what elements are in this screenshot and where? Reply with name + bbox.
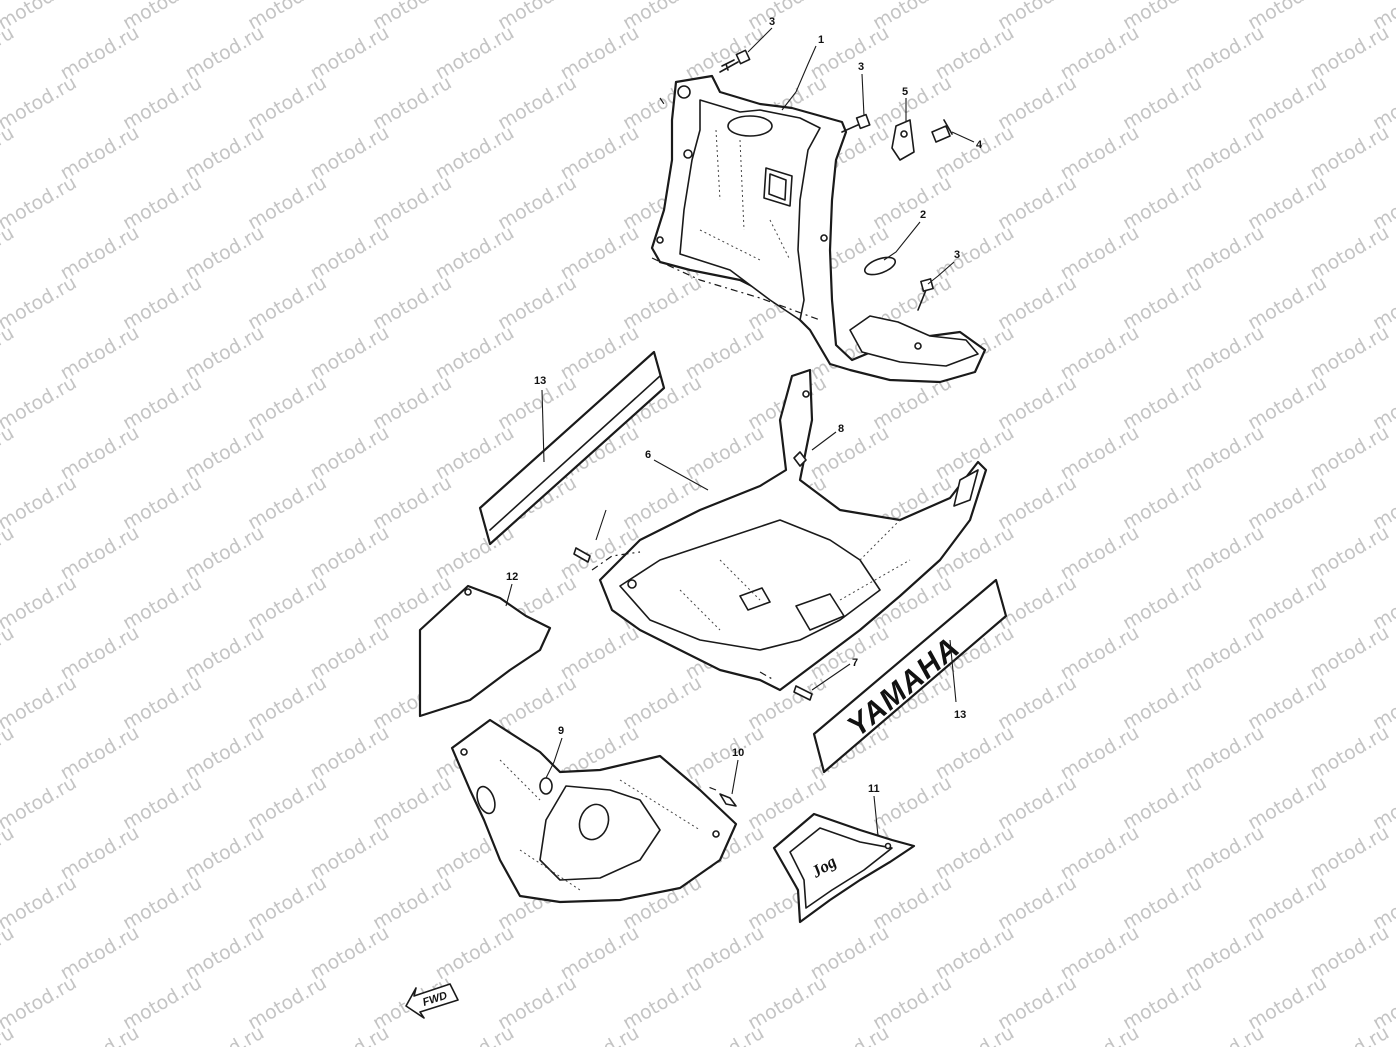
watermark-text: motod.ru bbox=[0, 572, 80, 635]
watermark-text: motod.ru bbox=[0, 322, 18, 385]
callout-9: 9 bbox=[558, 725, 564, 737]
watermark-text: motod.ru bbox=[0, 72, 80, 135]
watermark-text: motod.ru bbox=[0, 422, 18, 485]
side-panel-part bbox=[418, 584, 552, 718]
callout-3b: 3 bbox=[858, 61, 864, 73]
callout-11: 11 bbox=[868, 783, 880, 795]
watermark-text: motod.ru bbox=[0, 622, 18, 685]
grommet-part bbox=[863, 256, 897, 276]
callout-6: 6 bbox=[645, 449, 651, 461]
watermark-text: motod.ru bbox=[0, 672, 80, 735]
callout-2: 2 bbox=[920, 209, 926, 221]
callout-labels: 1 2 3 3 3 4 5 6 7 8 9 10 11 12 13 13 bbox=[506, 16, 983, 795]
callout-3a: 3 bbox=[769, 16, 775, 28]
callout-3c: 3 bbox=[954, 249, 960, 261]
watermark-text: motod.ru bbox=[0, 722, 18, 785]
under-cover-part bbox=[450, 718, 738, 904]
callout-12: 12 bbox=[506, 571, 518, 583]
leg-shield-part bbox=[650, 74, 987, 384]
watermark-text: motod.ru bbox=[0, 922, 18, 985]
watermark-text: motod.ru bbox=[0, 872, 80, 935]
watermark-text: motod.ru bbox=[0, 22, 18, 85]
watermark-text: motod.ru bbox=[432, 1022, 518, 1047]
callout-5: 5 bbox=[902, 86, 908, 98]
callout-8: 8 bbox=[838, 423, 844, 435]
watermark-text: motod.ru bbox=[807, 1022, 893, 1047]
callout-13b: 13 bbox=[954, 709, 966, 721]
footboard-part bbox=[591, 368, 988, 692]
watermark-text: motod.ru bbox=[932, 1022, 1018, 1047]
watermark-text: motod.ru bbox=[182, 1022, 268, 1047]
side-decal-part: Jog bbox=[772, 812, 916, 924]
watermark-text: motod.ru bbox=[1182, 1022, 1268, 1047]
watermark-text: motod.ru bbox=[0, 372, 80, 435]
watermark-text: motod.ru bbox=[0, 172, 80, 235]
watermark-text: motod.ru bbox=[0, 522, 18, 585]
watermark-text: motod.ru bbox=[0, 0, 80, 34]
screw-part-10 bbox=[705, 785, 737, 807]
callout-4: 4 bbox=[976, 139, 983, 151]
watermark-text: motod.ru bbox=[1057, 1022, 1143, 1047]
callout-1: 1 bbox=[818, 34, 824, 46]
watermark-text: motod.ru bbox=[307, 1022, 393, 1047]
bolt-part bbox=[573, 451, 813, 701]
clip-part bbox=[931, 119, 953, 143]
watermark-text: motod.ru bbox=[557, 1022, 643, 1047]
callout-13a: 13 bbox=[534, 375, 546, 387]
callout-7: 7 bbox=[852, 657, 858, 669]
watermark-text: motod.ru bbox=[57, 1022, 143, 1047]
watermark-text: motod.ru bbox=[0, 772, 80, 835]
screw-part bbox=[719, 49, 934, 311]
trim-strip-upper bbox=[478, 350, 666, 546]
watermark-text: motod.ru bbox=[1307, 1022, 1393, 1047]
watermark-text: motod.ru bbox=[0, 972, 80, 1035]
fwd-arrow-icon: FWD bbox=[405, 983, 459, 1019]
watermark-text: motod.ru bbox=[0, 822, 18, 885]
bracket-part bbox=[891, 119, 915, 161]
watermark-text: motod.ru bbox=[0, 472, 80, 535]
callout-10: 10 bbox=[732, 747, 744, 759]
watermark-text: motod.ru bbox=[682, 1022, 768, 1047]
watermark-text: motod.ru bbox=[0, 272, 80, 335]
watermark-text: motod.ru bbox=[0, 122, 18, 185]
leader-lines bbox=[505, 27, 975, 837]
watermark-text: motod.ru bbox=[0, 222, 18, 285]
